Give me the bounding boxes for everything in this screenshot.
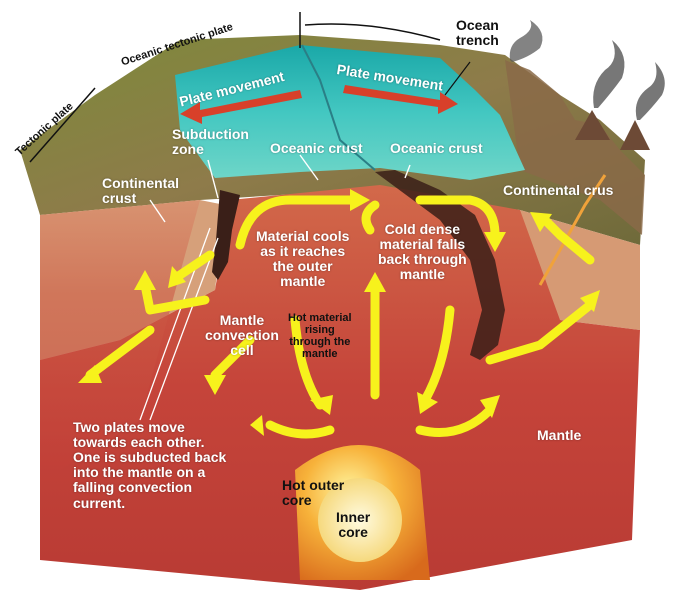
label-subduction-zone: Subduction zone	[172, 127, 249, 157]
volcano	[620, 120, 650, 150]
label-mantle-convection-cell: Mantle convection cell	[205, 313, 279, 358]
volcano-smoke	[593, 40, 624, 108]
label-inner-core: Inner core	[336, 510, 370, 540]
label-oceanic-crust-left: Oceanic crust	[270, 141, 363, 156]
label-continental-crust-right: Continental crus	[503, 183, 613, 198]
label-oceanic-crust-right: Oceanic crust	[390, 141, 483, 156]
label-cold-dense: Cold dense material falls back through m…	[378, 222, 467, 282]
volcano-smoke	[510, 20, 543, 62]
label-ocean-trench: Ocean trench	[456, 18, 499, 48]
label-two-plates-note: Two plates move towards each other. One …	[73, 420, 226, 511]
label-material-cools: Material cools as it reaches the outer m…	[256, 229, 349, 289]
label-hot-material-rising: Hot material rising through the mantle	[288, 313, 352, 361]
label-hot-outer-core: Hot outer core	[282, 478, 344, 508]
label-continental-crust-left: Continental crust	[102, 176, 179, 206]
label-mantle: Mantle	[537, 428, 581, 443]
volcano-smoke	[636, 62, 665, 120]
